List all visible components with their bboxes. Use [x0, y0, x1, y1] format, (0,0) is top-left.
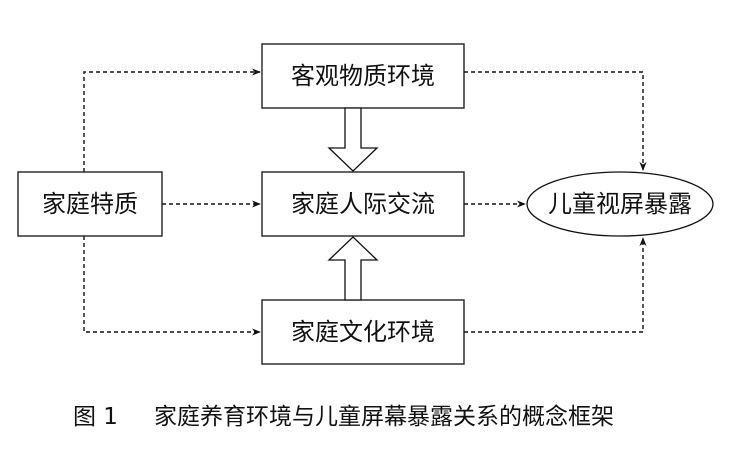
node-family-interaction-label: 家庭人际交流 [291, 190, 435, 218]
block-arrow-cultural-to-interaction [327, 236, 379, 301]
node-screen-exposure: 儿童视屏暴露 [526, 171, 714, 237]
block-arrow-objective-to-interaction [327, 107, 379, 172]
node-family-interaction: 家庭人际交流 [261, 171, 465, 237]
arrow-traits-to-objective [83, 68, 261, 172]
arrow-traits-to-cultural [83, 236, 261, 336]
node-screen-exposure-label: 儿童视屏暴露 [548, 190, 692, 218]
node-cultural-environment-label: 家庭文化环境 [291, 318, 435, 346]
arrow-cultural-to-exposure [464, 237, 647, 333]
node-objective-environment-label: 客观物质环境 [291, 62, 435, 90]
node-family-traits: 家庭特质 [17, 171, 163, 237]
node-family-traits-label: 家庭特质 [42, 190, 138, 218]
figure-caption: 家庭养育环境与儿童屏幕暴露关系的概念框架 [154, 404, 614, 430]
figure-number: 图 1 [73, 404, 118, 430]
arrow-objective-to-exposure [464, 71, 647, 171]
node-objective-environment: 客观物质环境 [261, 43, 465, 109]
node-cultural-environment: 家庭文化环境 [261, 299, 465, 365]
